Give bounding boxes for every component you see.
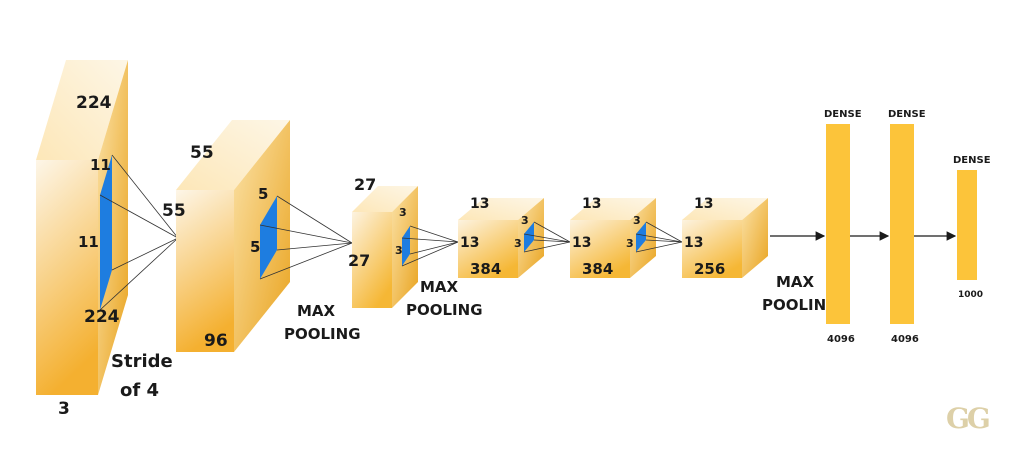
input-connection-line [111, 237, 179, 271]
conv3-block: 13 13 384 3 3 [458, 196, 571, 278]
conv1-pool-label-line2: POOLING [284, 325, 361, 343]
conv2-connection-line [409, 241, 459, 255]
conv5-pool-label-line2: POOLING [762, 296, 839, 314]
stride-label-line1: Stride [111, 351, 173, 372]
stride-label-line2: of 4 [120, 380, 159, 401]
conv4-connection-line [645, 221, 683, 243]
conv5-block: 13 13 256 MAX POOLING [682, 196, 839, 314]
conv4-depth-label: 384 [582, 260, 613, 278]
input-kernel-w-label: 11 [78, 233, 99, 251]
conv1-top [176, 120, 290, 190]
conv3-connection-line [523, 241, 571, 253]
conv3-connection-line [523, 233, 571, 243]
conv2-size-label: 27 [354, 175, 376, 194]
conv4-block: 13 13 384 3 3 [570, 196, 683, 278]
conv4-connection-line [635, 241, 683, 253]
input-layer: 224 224 3 11 11 Stride of 4 [36, 60, 179, 419]
logo-text: GG [946, 402, 989, 435]
conv5-top [682, 198, 768, 220]
conv1-connection-line [259, 224, 353, 244]
conv1-connection-line [259, 242, 353, 280]
input-height-label: 224 [84, 307, 120, 327]
conv4-connection-line [645, 239, 683, 243]
input-connection-line [111, 154, 179, 239]
input-layer-front [36, 160, 98, 395]
input-depth-label: 3 [58, 399, 70, 419]
conv3-connection-line [533, 239, 571, 243]
conv4-kernel-w-label: 3 [626, 237, 634, 250]
conv2-block: 27 27 3 3 MAX POOLING [348, 175, 483, 319]
input-layer-side [98, 60, 128, 395]
dense3-units: 1000 [958, 290, 983, 300]
conv3-side-label: 13 [460, 235, 479, 251]
conv2-connection-line [409, 225, 459, 243]
conv2-kernel [402, 226, 410, 266]
conv5-side-label: 13 [684, 235, 703, 251]
conv2-side-label: 27 [348, 251, 370, 270]
conv1-kernel-h-label: 5 [258, 185, 268, 203]
conv3-kernel-w-label: 3 [514, 237, 522, 250]
conv2-pool-label-line1: MAX [420, 278, 459, 296]
conv4-side-label: 13 [572, 235, 591, 251]
conv1-kernel-w-label: 5 [250, 238, 260, 256]
conv2-connection-line [401, 237, 459, 243]
conv5-side [742, 198, 768, 278]
dense2-bar [890, 124, 914, 324]
conv1-pool-label-line1: MAX [297, 302, 336, 320]
conv2-kernel-h-label: 3 [399, 206, 407, 219]
conv2-top [352, 186, 418, 212]
conv3-top [458, 198, 544, 220]
conv1-kernel [260, 196, 277, 279]
conv1-connection-line [276, 195, 353, 244]
geeksforgeeks-logo: GG [946, 402, 992, 435]
conv1-front [176, 190, 234, 352]
dense2-units: 4096 [891, 334, 919, 345]
input-connection-line [99, 194, 179, 239]
conv1-block: 55 55 96 5 5 MAX POOLING [162, 120, 361, 352]
conv4-kernel-h-label: 3 [633, 214, 641, 227]
dense2-layer: DENSE 4096 [888, 109, 926, 345]
dense1-title: DENSE [824, 109, 862, 120]
conv5-depth-label: 256 [694, 260, 725, 278]
conv3-front [458, 220, 518, 278]
dense3-layer: DENSE 1000 [953, 155, 991, 300]
input-width-label: 224 [76, 93, 112, 113]
conv3-kernel [524, 222, 534, 252]
conv4-connection-line [635, 233, 683, 243]
dense1-units: 4096 [827, 334, 855, 345]
dense3-title: DENSE [953, 155, 991, 166]
conv1-side-label: 55 [162, 201, 186, 221]
dense1-bar [826, 124, 850, 324]
conv5-top-label: 13 [694, 196, 713, 212]
input-kernel [100, 155, 112, 310]
conv5-front [682, 220, 742, 278]
conv2-connection-line [401, 241, 459, 267]
conv4-top [570, 198, 656, 220]
conv2-front [352, 212, 392, 308]
dense1-layer: DENSE 4096 [824, 109, 862, 345]
conv4-front [570, 220, 630, 278]
conv3-kernel-h-label: 3 [521, 214, 529, 227]
conv3-connection-line [533, 221, 571, 243]
conv1-depth-label: 96 [204, 331, 228, 351]
conv2-kernel-w-label: 3 [395, 244, 403, 257]
conv4-kernel [636, 222, 646, 252]
dense2-title: DENSE [888, 109, 926, 120]
conv4-top-label: 13 [582, 196, 601, 212]
conv1-size-label: 55 [190, 143, 214, 163]
dense3-bar [957, 170, 977, 280]
input-kernel-h-label: 11 [90, 156, 111, 174]
conv2-pool-label-line2: POOLING [406, 301, 483, 319]
conv3-depth-label: 384 [470, 260, 501, 278]
input-connection-line [99, 237, 179, 311]
conv5-pool-label-line1: MAX [776, 273, 815, 291]
conv3-top-label: 13 [470, 196, 489, 212]
input-layer-top [36, 60, 128, 160]
conv1-connection-line [276, 242, 353, 251]
